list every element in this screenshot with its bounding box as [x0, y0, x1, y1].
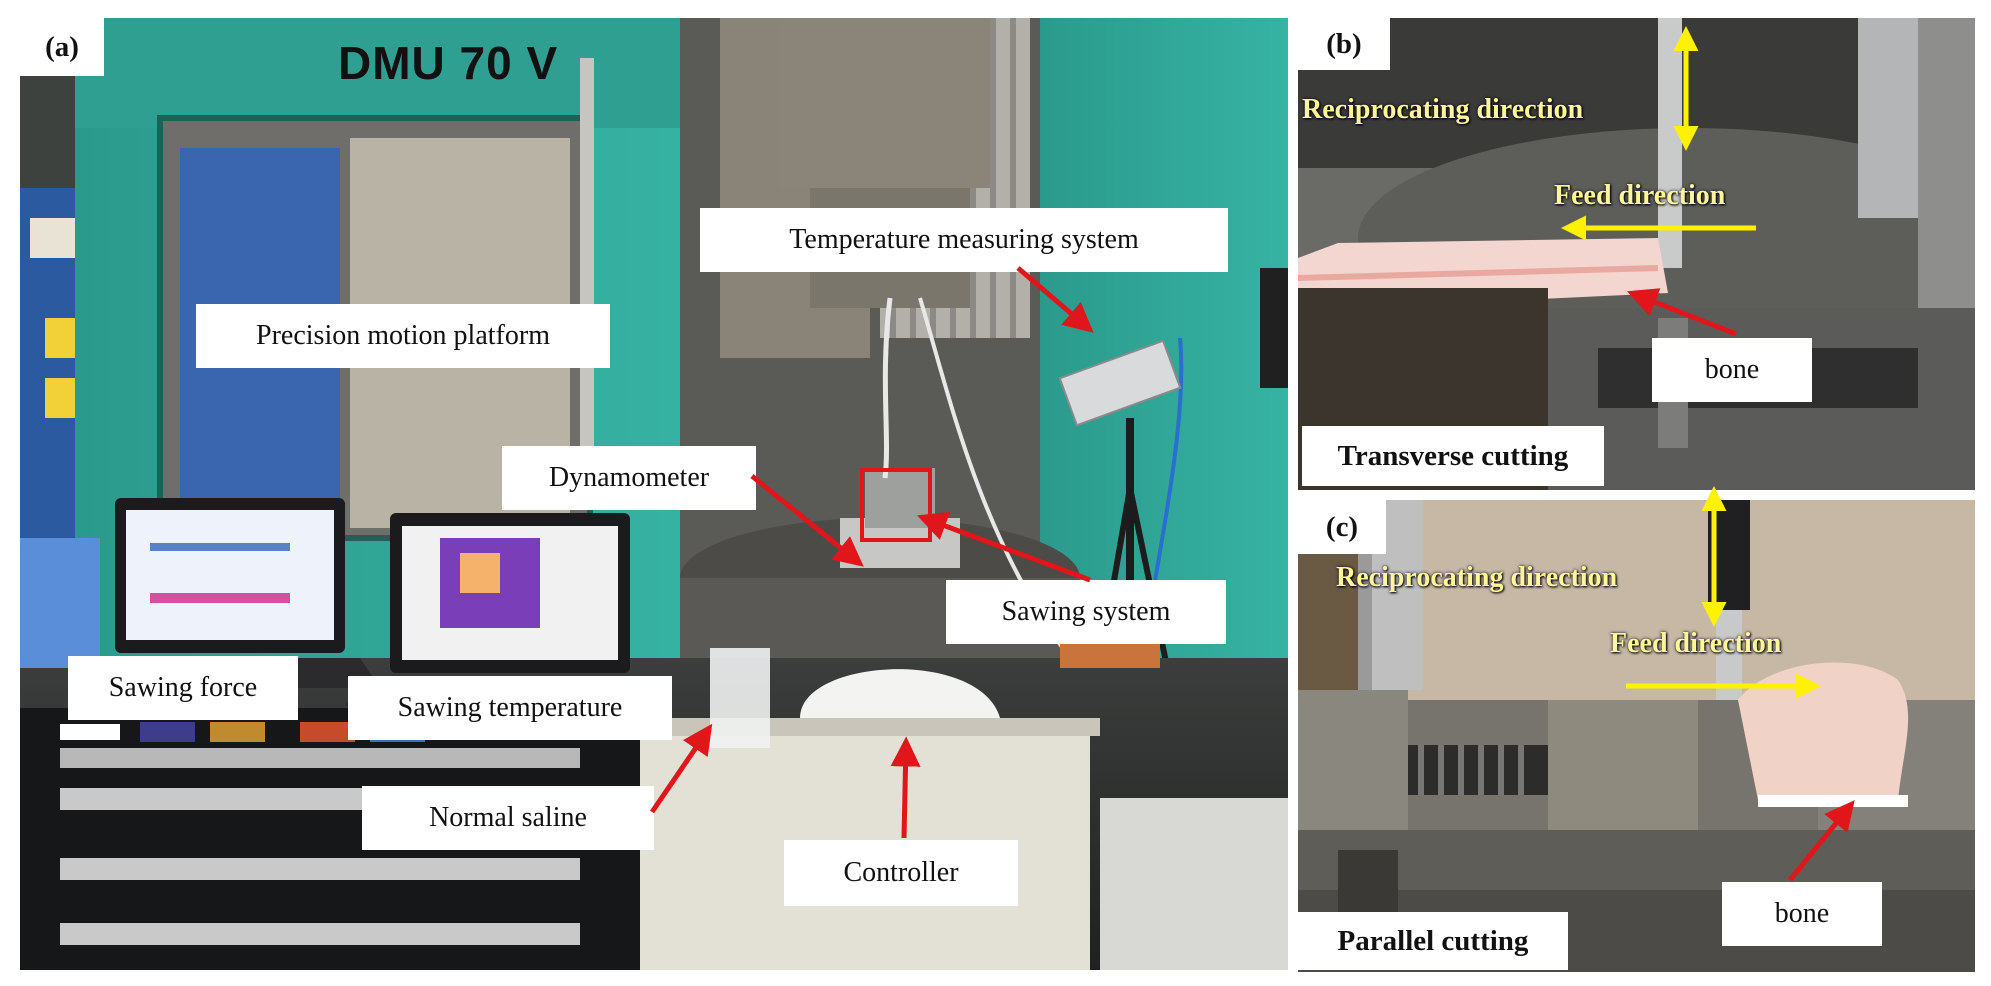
panel-b-tag: (b): [1298, 18, 1390, 70]
label-precision-motion-platform: Precision motion platform: [196, 304, 610, 368]
transverse-cutting-photo: [1298, 18, 1975, 490]
panel-c-tag: (c): [1298, 500, 1386, 554]
panel-a-tag: (a): [20, 18, 104, 76]
panel-c-caption: Parallel cutting: [1298, 912, 1568, 970]
label-sawing-force: Sawing force: [68, 656, 298, 720]
panel-c-reciprocating-direction: Reciprocating direction: [1336, 562, 1618, 593]
label-sawing-system: Sawing system: [946, 580, 1226, 644]
label-normal-saline: Normal saline: [362, 786, 654, 850]
label-sawing-temperature: Sawing temperature: [348, 676, 672, 740]
label-controller: Controller: [784, 840, 1018, 906]
panel-c-bone-label: bone: [1722, 882, 1882, 946]
label-dynamometer: Dynamometer: [502, 446, 756, 510]
panel-b-reciprocating-direction: Reciprocating direction: [1302, 94, 1584, 125]
panel-b-caption: Transverse cutting: [1302, 426, 1604, 486]
panel-b-bone-label: bone: [1652, 338, 1812, 402]
panel-c-feed-direction: Feed direction: [1610, 628, 1782, 659]
label-temperature-measuring-system: Temperature measuring system: [700, 208, 1228, 272]
panel-b-feed-direction: Feed direction: [1554, 180, 1726, 211]
machine-brand-text: DMU 70 V: [338, 37, 559, 89]
panel-b-photo: [1298, 18, 1975, 490]
